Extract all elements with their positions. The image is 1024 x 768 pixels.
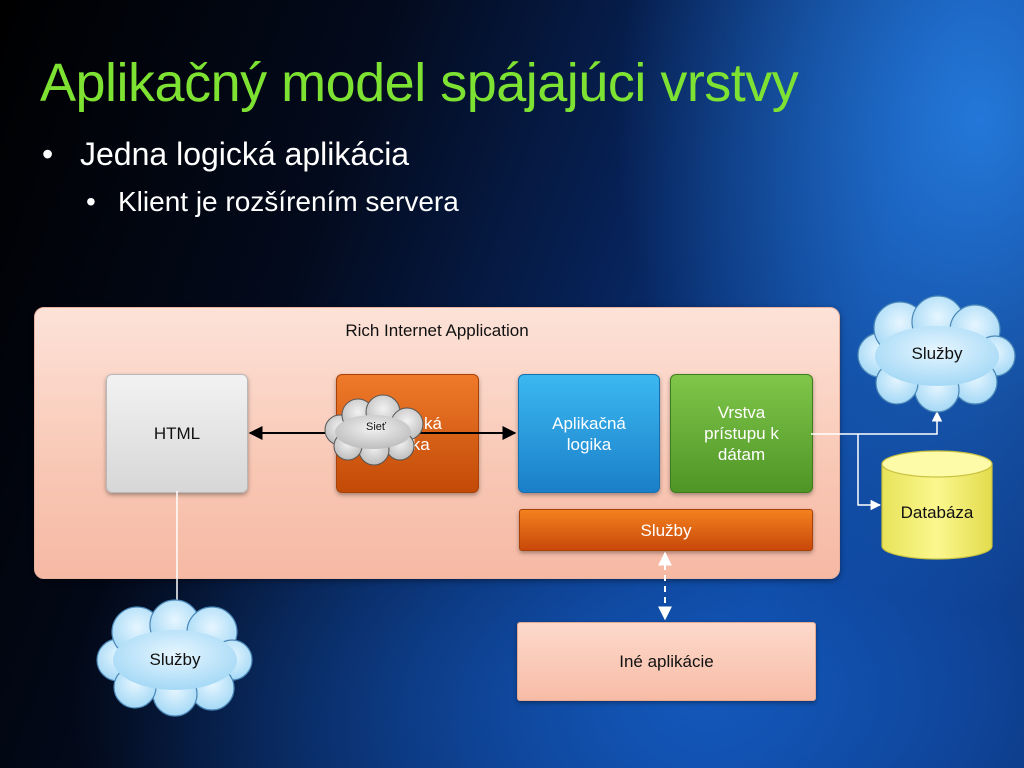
ria-label: Rich Internet Application [345,321,529,340]
bullet-level-2: • Klient je rozšírením servera [86,186,459,218]
bullet-glyph: • [86,186,96,217]
bullet-text: Jedna logická aplikácia [80,136,410,172]
data-access-box: Vrstva prístupu k dátam [670,374,813,493]
slide-title: Aplikačný model spájajúci vrstvy [40,53,799,113]
services-cloud-top-right [857,295,1016,413]
bullet-text: Klient je rozšírením servera [118,186,459,217]
network-cloud [324,394,424,466]
services-cloud-top-right-label: Služby [911,344,963,363]
html-box: HTML [106,374,248,493]
app-logic-label-line1: Aplikačná [552,413,626,433]
other-apps-box: Iné aplikácie [517,622,816,701]
data-access-label-line3: dátam [717,445,766,464]
other-apps-label: Iné aplikácie [619,652,714,671]
data-access-label-line2: prístupu k [704,424,779,443]
database-cylinder [881,450,993,560]
app-logic-label-line2: logika [566,434,612,454]
data-access-to-services-arrow [811,410,943,435]
services-bar-label: Služby [640,520,692,540]
services-bar: Služby [519,509,813,551]
services-cloud-bottom-left [96,599,253,717]
data-access-label-line1: Vrstva [717,403,766,422]
html-box-label: HTML [153,424,201,443]
services-cloud-bottom-left-label: Služby [149,650,201,669]
network-cloud-label: Sieť [365,421,387,433]
bullet-glyph: • [42,136,54,172]
data-access-to-database-arrow [857,434,882,511]
database-label: Databáza [900,503,974,522]
bullet-level-1: • Jedna logická aplikácia [42,136,409,173]
app-logic-box: Aplikačná logika [518,374,660,493]
